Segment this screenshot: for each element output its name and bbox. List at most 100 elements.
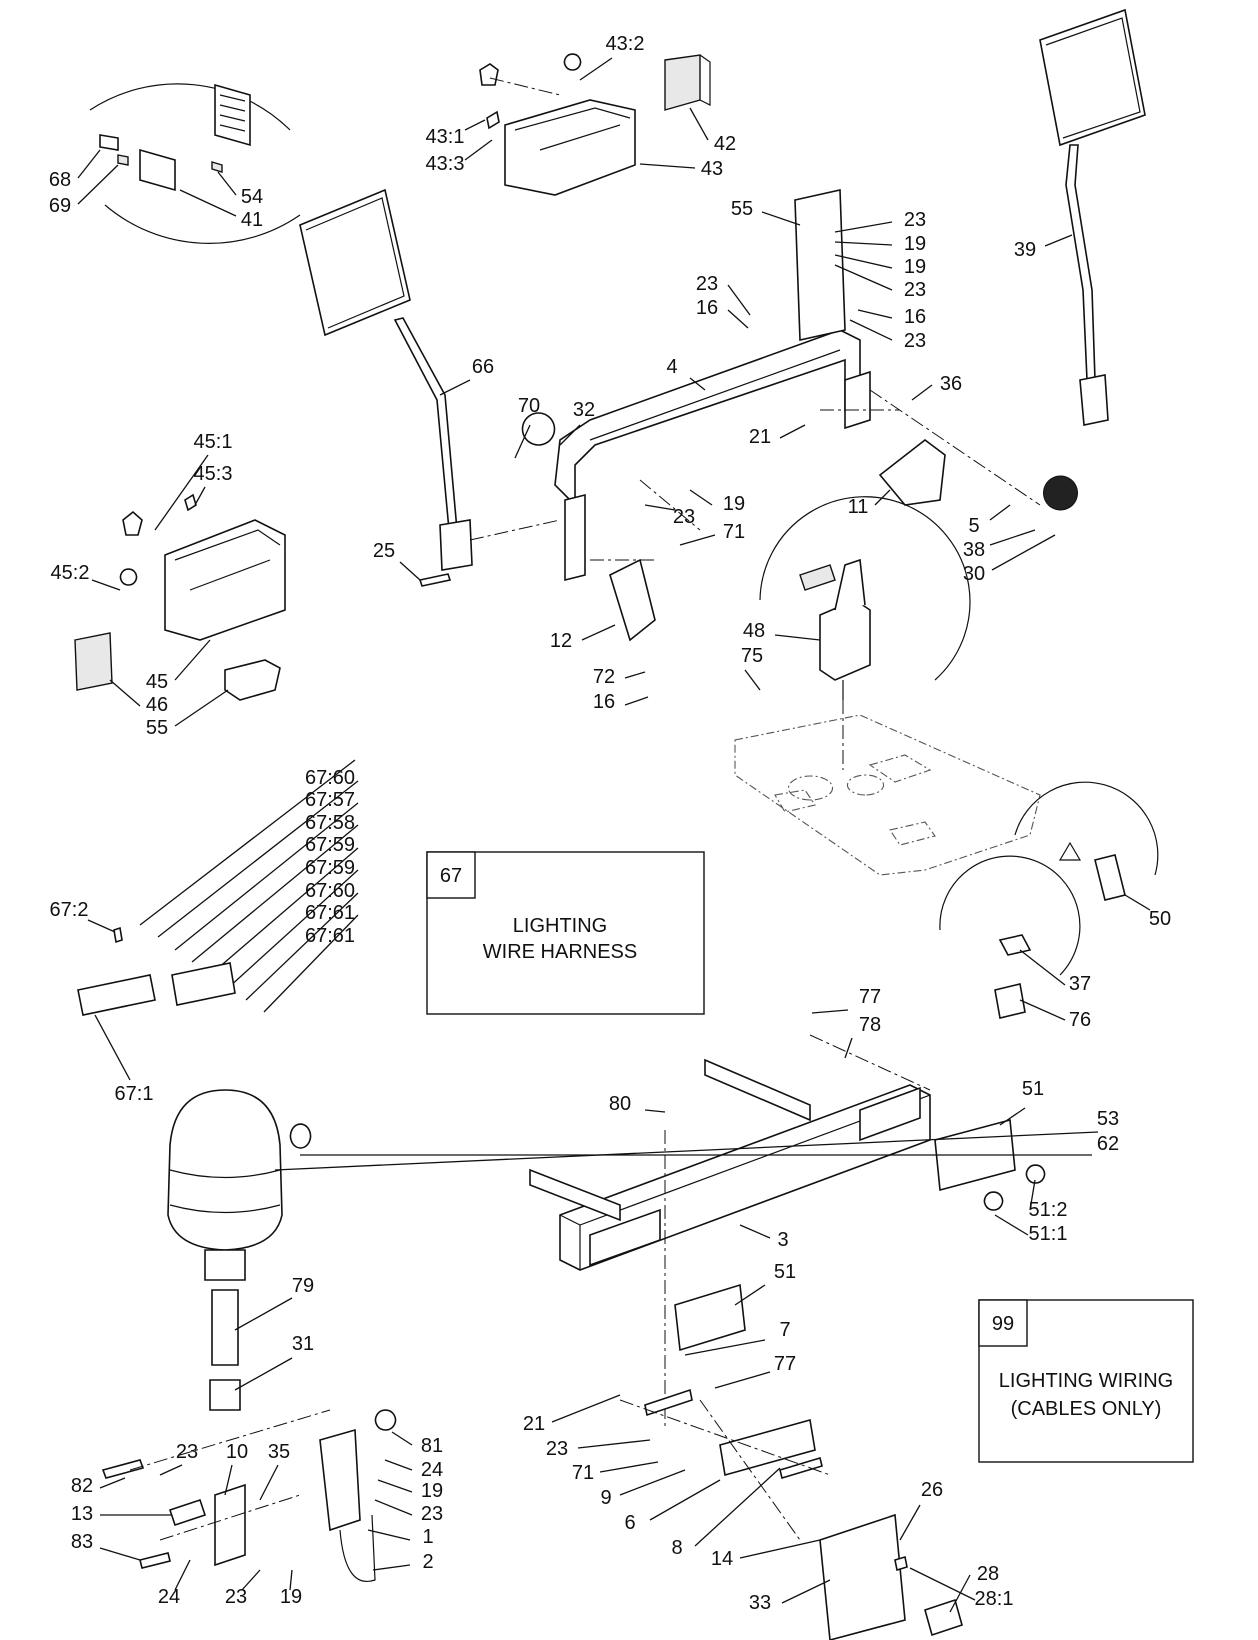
leader-line: [689, 489, 713, 506]
leader-line: [639, 163, 696, 169]
leader-line: [241, 1569, 261, 1591]
part-callout-label: 38: [963, 539, 985, 561]
part-callout-label: 67:57: [305, 789, 355, 811]
part-callout-label: 51: [774, 1261, 796, 1283]
leader-line: [834, 254, 893, 269]
leader-line: [384, 1459, 413, 1471]
part-callout-label: 43:3: [426, 153, 465, 175]
part-callout-label: 50: [1149, 908, 1171, 930]
part-callout-label: 6: [624, 1512, 635, 1534]
part-callout-label: 66: [472, 356, 494, 378]
joystick-detail-48: [759, 496, 971, 770]
part-callout-label: 36: [940, 373, 962, 395]
part-callout-label: 69: [49, 195, 71, 217]
leader-line: [91, 579, 121, 591]
info-box-67-line-2: WIRE HARNESS: [483, 941, 637, 963]
part-callout-label: 81: [421, 1435, 443, 1457]
leader-line: [289, 1569, 293, 1591]
info-box-67-number: 67: [440, 865, 462, 887]
leader-line: [811, 1009, 849, 1014]
info-box-67: 67 LIGHTING WIRE HARNESS: [426, 851, 705, 1015]
leader-line: [174, 639, 211, 681]
part-callout-label: 23: [904, 279, 926, 301]
part-callout-label: 78: [859, 1014, 881, 1036]
info-box-99: 99 LIGHTING WIRING (CABLES ONLY): [978, 1299, 1194, 1463]
switch-detail-50: [1014, 781, 1159, 901]
leader-line: [274, 1131, 1099, 1171]
leader-lines: [77, 57, 1151, 1613]
leader-line: [154, 454, 209, 531]
part-callout-label: 42: [714, 133, 736, 155]
leader-line: [87, 919, 116, 933]
leader-line: [774, 634, 821, 641]
part-callout-label: 67:1: [115, 1083, 154, 1105]
leader-line: [989, 504, 1011, 521]
part-callout-label: 12: [550, 630, 572, 652]
part-callout-label: 10: [226, 1441, 248, 1463]
mirror-39: [1039, 8, 1146, 426]
part-callout-label: 67:60: [305, 767, 355, 789]
part-callout-label: 48: [743, 620, 765, 642]
part-callout-label: 28: [977, 1563, 999, 1585]
leader-line: [99, 1477, 126, 1489]
leader-line: [899, 1504, 921, 1541]
leader-line: [694, 1467, 781, 1547]
part-callout-label: 23: [904, 209, 926, 231]
part-callout-label: 4: [666, 356, 677, 378]
leader-line: [734, 1284, 766, 1306]
part-callout-label: 23: [176, 1441, 198, 1463]
part-callout-label: 51:2: [1029, 1199, 1068, 1221]
leader-line: [377, 1479, 413, 1493]
part-callout-label: 43:1: [426, 126, 465, 148]
part-callout-label: 76: [1069, 1009, 1091, 1031]
leader-line: [1044, 234, 1073, 247]
leader-line: [624, 671, 646, 679]
part-callout-label: 82: [71, 1475, 93, 1497]
leader-line: [999, 1107, 1026, 1126]
part-callout-label: 23: [546, 1438, 568, 1460]
part-callout-label: 55: [731, 198, 753, 220]
leader-line: [909, 1567, 976, 1601]
part-callout-label: 26: [921, 1479, 943, 1501]
leader-line: [779, 424, 806, 439]
part-callout-label: 51: [1022, 1078, 1044, 1100]
leader-line: [727, 284, 751, 316]
leader-line: [949, 1574, 971, 1613]
leader-line: [174, 1559, 191, 1591]
leader-line: [849, 319, 893, 341]
mirror-frame-4: [418, 189, 1078, 642]
part-callout-label: 53: [1097, 1108, 1119, 1130]
info-box-99-number: 99: [992, 1313, 1014, 1335]
leader-line: [689, 107, 709, 141]
leader-line: [991, 534, 1056, 571]
part-callout-label: 3: [777, 1229, 788, 1251]
detail-circle-relay-board: [89, 83, 301, 244]
part-callout-label: 16: [904, 306, 926, 328]
leader-line: [834, 241, 893, 246]
leader-line: [109, 679, 141, 707]
part-callout-label: 8: [671, 1537, 682, 1559]
part-callout-label: 43: [701, 158, 723, 180]
leader-line: [1124, 894, 1151, 911]
part-callout-label: 13: [71, 1503, 93, 1525]
part-callout-label: 71: [572, 1462, 594, 1484]
leader-line: [224, 1464, 233, 1496]
leader-line: [372, 1564, 411, 1571]
leader-line: [644, 1109, 666, 1113]
part-callout-label: 19: [280, 1586, 302, 1608]
part-callout-label: 23: [421, 1503, 443, 1525]
part-callout-label: 45:2: [51, 562, 90, 584]
part-callout-label: 35: [268, 1441, 290, 1463]
part-callout-label: 67:61: [305, 925, 355, 947]
part-callout-label: 9: [600, 1487, 611, 1509]
leader-line: [174, 689, 229, 727]
leader-line: [551, 1394, 621, 1423]
leader-line: [579, 57, 613, 81]
part-callout-label: 41: [241, 209, 263, 231]
part-callout-label: 45:1: [194, 431, 233, 453]
leader-line: [874, 489, 891, 506]
part-callout-label: 7: [779, 1319, 790, 1341]
beacon-bracket-assembly: [101, 1409, 397, 1582]
leader-line: [649, 1479, 721, 1521]
